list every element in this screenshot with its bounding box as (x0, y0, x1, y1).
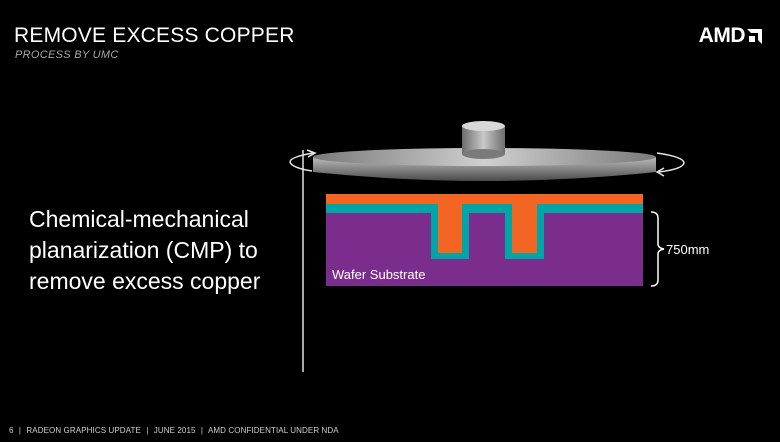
trench-right-copper (512, 204, 537, 253)
slide-subtitle: PROCESS BY UMC (15, 49, 119, 61)
slide-title: REMOVE EXCESS COPPER (14, 24, 295, 47)
main-line-2: planarization (CMP) to (29, 237, 258, 263)
amd-logo-text: AMD (698, 24, 746, 47)
main-description: Chemical-mechanical planarization (CMP) … (29, 204, 260, 297)
substrate-label: Wafer Substrate (332, 267, 425, 282)
slide-footer: 6 | RADEON GRAPHICS UPDATE | JUNE 2015 |… (9, 426, 342, 435)
wafer-stack (326, 194, 643, 286)
amd-logo: AMD (699, 24, 762, 48)
spindle-cap (462, 121, 505, 159)
trench-left-copper (438, 204, 462, 253)
footer-doc-name: RADEON GRAPHICS UPDATE (26, 426, 141, 435)
footer-date: JUNE 2015 (153, 426, 196, 435)
rotation-arrow-right-head-icon (655, 167, 665, 177)
footer-separator: | (18, 426, 22, 435)
main-line-3: remove excess copper (29, 268, 261, 294)
amd-arrow-icon (747, 28, 762, 44)
footer-confidential: AMD CONFIDENTIAL UNDER NDA (207, 426, 339, 435)
thickness-bracket (650, 211, 665, 287)
rotation-arrow-left-icon (289, 152, 314, 172)
footer-separator: | (200, 426, 204, 435)
copper-layer-top (326, 194, 643, 204)
rotation-arrow-left-head-icon (306, 149, 317, 158)
footer-separator: | (146, 426, 149, 435)
thickness-label: 750mm (666, 242, 709, 257)
footer-page-number: 6 (9, 426, 14, 435)
main-line-1: Chemical-mechanical (29, 206, 249, 232)
barrier-layer-top (326, 202, 643, 213)
rotation-arrow-right-icon (656, 152, 685, 173)
